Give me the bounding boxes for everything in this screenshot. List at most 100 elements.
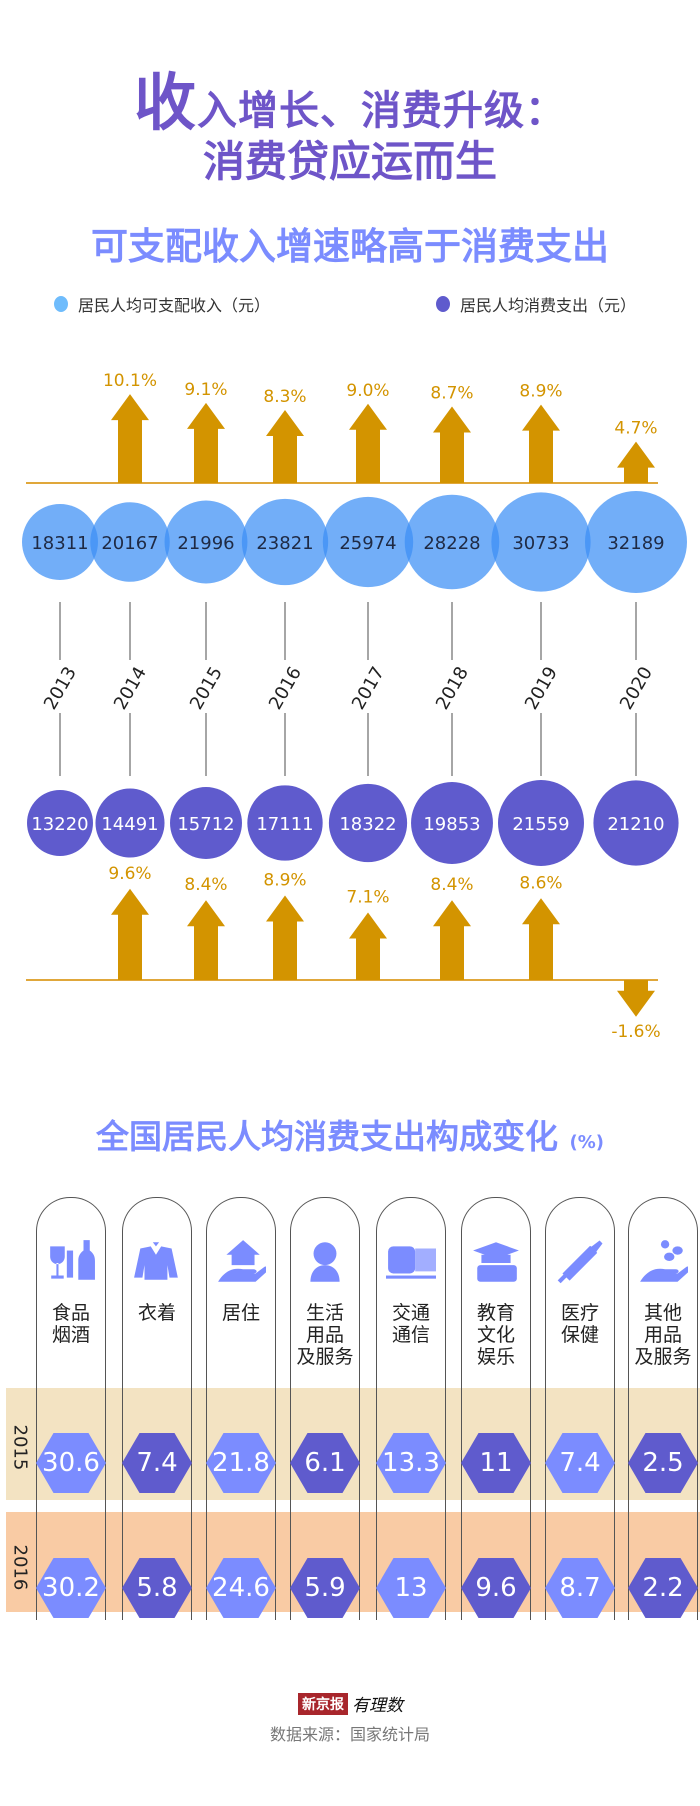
main-title-line2: 消费贷应运而生 [202,137,497,186]
spending-bubble [328,783,408,863]
spending-growth-label: 8.9% [263,870,306,890]
spending-growth-arrow [266,895,304,980]
timeline-chart: 201310.1%20149.6%9.1%20158.4%8.3%20168.9… [22,371,687,1042]
year-label: 2019 [521,663,562,713]
logo-xinjingbao: 新京报 [298,1692,348,1715]
spending-bubble [593,780,679,866]
income-growth-label: 9.0% [346,381,389,401]
category-column [461,1197,531,1620]
income-value: 23821 [256,533,313,554]
syringe-icon [555,1240,605,1284]
category-label: 教育 文化 娱乐 [476,1302,515,1368]
legend-income: 居民人均可支配收入（元） [54,292,270,316]
income-value: 25974 [339,533,396,554]
spending-growth-label: 8.4% [430,875,473,895]
spending-bubble [498,780,584,866]
year-label: 2015 [186,663,227,713]
income-growth-arrow [111,394,149,483]
category-column [545,1197,615,1620]
income-value: 18311 [31,533,88,554]
title-rest: 入增长、消费升级： [197,88,566,134]
year-label: 2014 [110,663,151,713]
income-bubble [491,492,591,592]
legend-spending-dot [436,296,450,312]
spending-value: 21210 [607,814,664,835]
income-bubble [404,494,500,590]
income-bubble [241,498,329,586]
main-title-line1: 收入增长、消费升级： [0,52,700,142]
category-column [206,1197,276,1620]
spending-bubble [95,788,165,858]
spending-growth-arrow [187,900,225,980]
house-hand-icon [216,1240,269,1284]
category-column [628,1197,698,1620]
category-label: 衣着 [137,1302,176,1324]
income-growth-arrow [522,404,560,483]
income-growth-arrow [349,403,387,483]
publisher-logo: 新京报 有理数 [298,1691,403,1716]
row-year-2015: 2015 [9,1424,31,1471]
income-bubble [22,504,98,580]
category-label: 居住 [221,1302,260,1324]
train-icon [386,1240,436,1284]
income-value: 30733 [512,533,569,554]
income-growth-label: 4.7% [614,419,657,439]
logo-youlishu: 有理数 [352,1696,403,1716]
income-growth-arrow [433,406,471,483]
spending-growth-label: -1.6% [611,1022,660,1042]
category-column [376,1197,446,1620]
legend-income-label: 居民人均可支配收入（元） [78,296,271,315]
year-label: 2020 [616,663,657,713]
income-value: 21996 [177,533,234,554]
spending-growth-arrow [522,898,560,980]
income-bubble [164,500,248,584]
spending-value: 13220 [31,814,88,835]
legend-spending-label: 居民人均消费支出（元） [460,296,637,315]
spending-value: 15712 [177,814,234,835]
spending-growth-label: 9.6% [108,864,151,884]
value-hex-2015: 7.4 [545,1433,615,1493]
income-growth-arrow [187,402,225,483]
spending-value: 17111 [256,814,313,835]
title-first-char: 收 [133,66,197,139]
year-label: 2013 [40,663,81,713]
income-value: 20167 [101,533,158,554]
spending-growth-arrow [349,912,387,980]
income-bubble [322,496,414,588]
spending-growth-label: 8.4% [184,875,227,895]
spending-value: 19853 [423,814,480,835]
spending-bubble [247,785,323,861]
income-growth-label: 8.7% [430,383,473,403]
spending-bubble [411,782,493,864]
category-column [36,1197,106,1620]
year-label: 2018 [432,663,473,713]
income-growth-arrow [617,441,655,483]
year-label: 2017 [348,663,389,713]
legend-income-dot [54,296,68,312]
income-growth-label: 8.9% [519,382,562,402]
value-hex-2015: 2.5 [628,1433,698,1493]
wine-bottle-icon [46,1240,96,1284]
spending-value: 14491 [101,814,158,835]
category-label: 食品 烟酒 [51,1302,90,1346]
data-source: 数据来源：国家统计局 [269,1725,430,1744]
section2-title-text: 全国居民人均消费支出构成变化 [96,1117,558,1156]
category-label: 医疗 保健 [560,1302,599,1346]
income-value: 28228 [423,533,480,554]
income-bubble [90,502,170,582]
spending-growth-arrow [433,900,471,980]
service-agent-icon [300,1240,350,1284]
income-growth-label: 10.1% [103,371,157,391]
income-growth-label: 8.3% [263,387,306,407]
legend-spending: 居民人均消费支出（元） [436,292,636,316]
value-hex-2016: 5.8 [122,1558,192,1618]
income-growth-label: 9.1% [184,380,227,400]
row-year-2016: 2016 [9,1544,31,1591]
value-hex-2015: 7.4 [122,1433,192,1493]
section2-title: 全国居民人均消费支出构成变化 (%) [0,1110,700,1158]
value-hex-2016: 8.7 [545,1558,615,1618]
income-bubble [585,491,687,593]
spending-value: 18322 [339,814,396,835]
spending-growth-arrow [111,888,149,980]
category-column [290,1197,360,1620]
